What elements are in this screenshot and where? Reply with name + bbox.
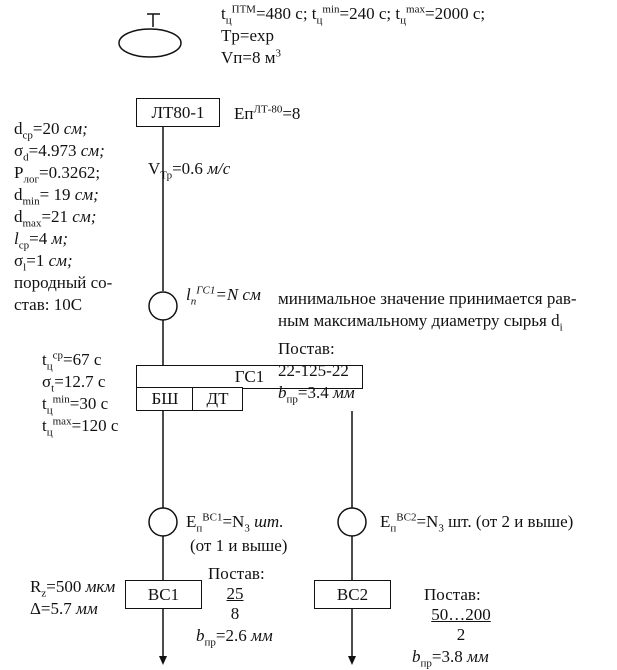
lt80-box: ЛТ80-1 — [136, 98, 220, 127]
lt80-ep: EпЛТ-80=8 — [234, 103, 301, 123]
gs-sigma-t: σt=12.7 c — [42, 372, 106, 395]
vs2-postav-num: 50…200 — [431, 605, 491, 624]
vs2-postav-fraction: 50…200 2 — [418, 605, 504, 645]
gs1-left-cell: БШ — [136, 387, 194, 411]
vs1-delta: Δ=5.7 мм — [30, 599, 98, 618]
vs2-ep: EпВС2=N3 шт. (от 2 и выше) — [380, 511, 574, 535]
gs1-postav-label: Постав: — [278, 339, 335, 358]
vs1-ep: EпВС1=N3 шт. — [186, 511, 284, 535]
gs-tmax: tцmax=120 c — [42, 415, 119, 439]
gs1-box: ГС1 — [136, 365, 363, 389]
param-porod-1: породный со- — [14, 273, 113, 292]
vs1-ep-paren: (от 1 и выше) — [190, 536, 288, 555]
vs1-out-arrow — [159, 656, 167, 665]
vs1-postav-fraction: 25 8 — [220, 584, 250, 624]
vs1-rz: Rz=500 мкм — [30, 577, 116, 600]
vs1-bpr: bпр=2.6 мм — [196, 626, 273, 649]
vtr-label: VТр=0.6 м/с — [148, 159, 231, 182]
param-dmax: dmax=21 см; — [14, 207, 97, 230]
vs2-postav-label: Постав: — [424, 585, 481, 604]
vs1-box: ВС1 — [125, 580, 202, 609]
vs2-box: ВС2 — [314, 580, 391, 609]
gs1-bpr: bпр=3.4 мм — [278, 383, 355, 406]
param-porod-2: став: 10С — [14, 295, 83, 314]
param-sigma-d: σd=4.973 см; — [14, 141, 105, 164]
param-plog: Pлог=0.3262; — [14, 163, 101, 186]
cycle-times-line: tцПТМ=480 c; tцmin=240 c; tцmax=2000 c; — [221, 3, 486, 27]
vs2-postav-den: 2 — [456, 625, 466, 644]
param-dcp: dср=20 см; — [14, 119, 88, 142]
vp-line: Vп=8 м3 — [221, 47, 281, 67]
buffer-vs2-circle — [337, 507, 367, 537]
tp-line: Tр=exp — [221, 26, 275, 45]
gs-tmin: tцmin=30 c — [42, 393, 109, 417]
note-line-1: минимальное значение принимается рав- — [278, 289, 577, 308]
buffer-vs1-circle — [148, 507, 178, 537]
vs1-postav-label: Постав: — [208, 564, 265, 583]
vs2-out-arrow — [348, 656, 356, 665]
lp-gs1-label: lпГС1=N см — [186, 284, 261, 308]
storage-ellipse — [118, 28, 182, 58]
vs1-postav-den: 8 — [230, 604, 240, 623]
gs-tcp: tцср=67 c — [42, 349, 102, 373]
param-lcp: lср=4 м; — [14, 229, 68, 252]
note-line-2: ным максимальному диаметру сырья di — [278, 311, 563, 334]
vs1-postav-num: 25 — [226, 584, 244, 603]
gs1-right-cell: ДТ — [192, 387, 243, 411]
param-dmin: dmin= 19 см; — [14, 185, 99, 208]
vs2-bpr: bпр=3.8 мм — [412, 647, 489, 670]
gs1-postav-value: 22-125-22 — [278, 361, 349, 380]
buffer-gs1-circle — [148, 291, 178, 321]
param-sigma-l: σl=1 см; — [14, 251, 73, 274]
